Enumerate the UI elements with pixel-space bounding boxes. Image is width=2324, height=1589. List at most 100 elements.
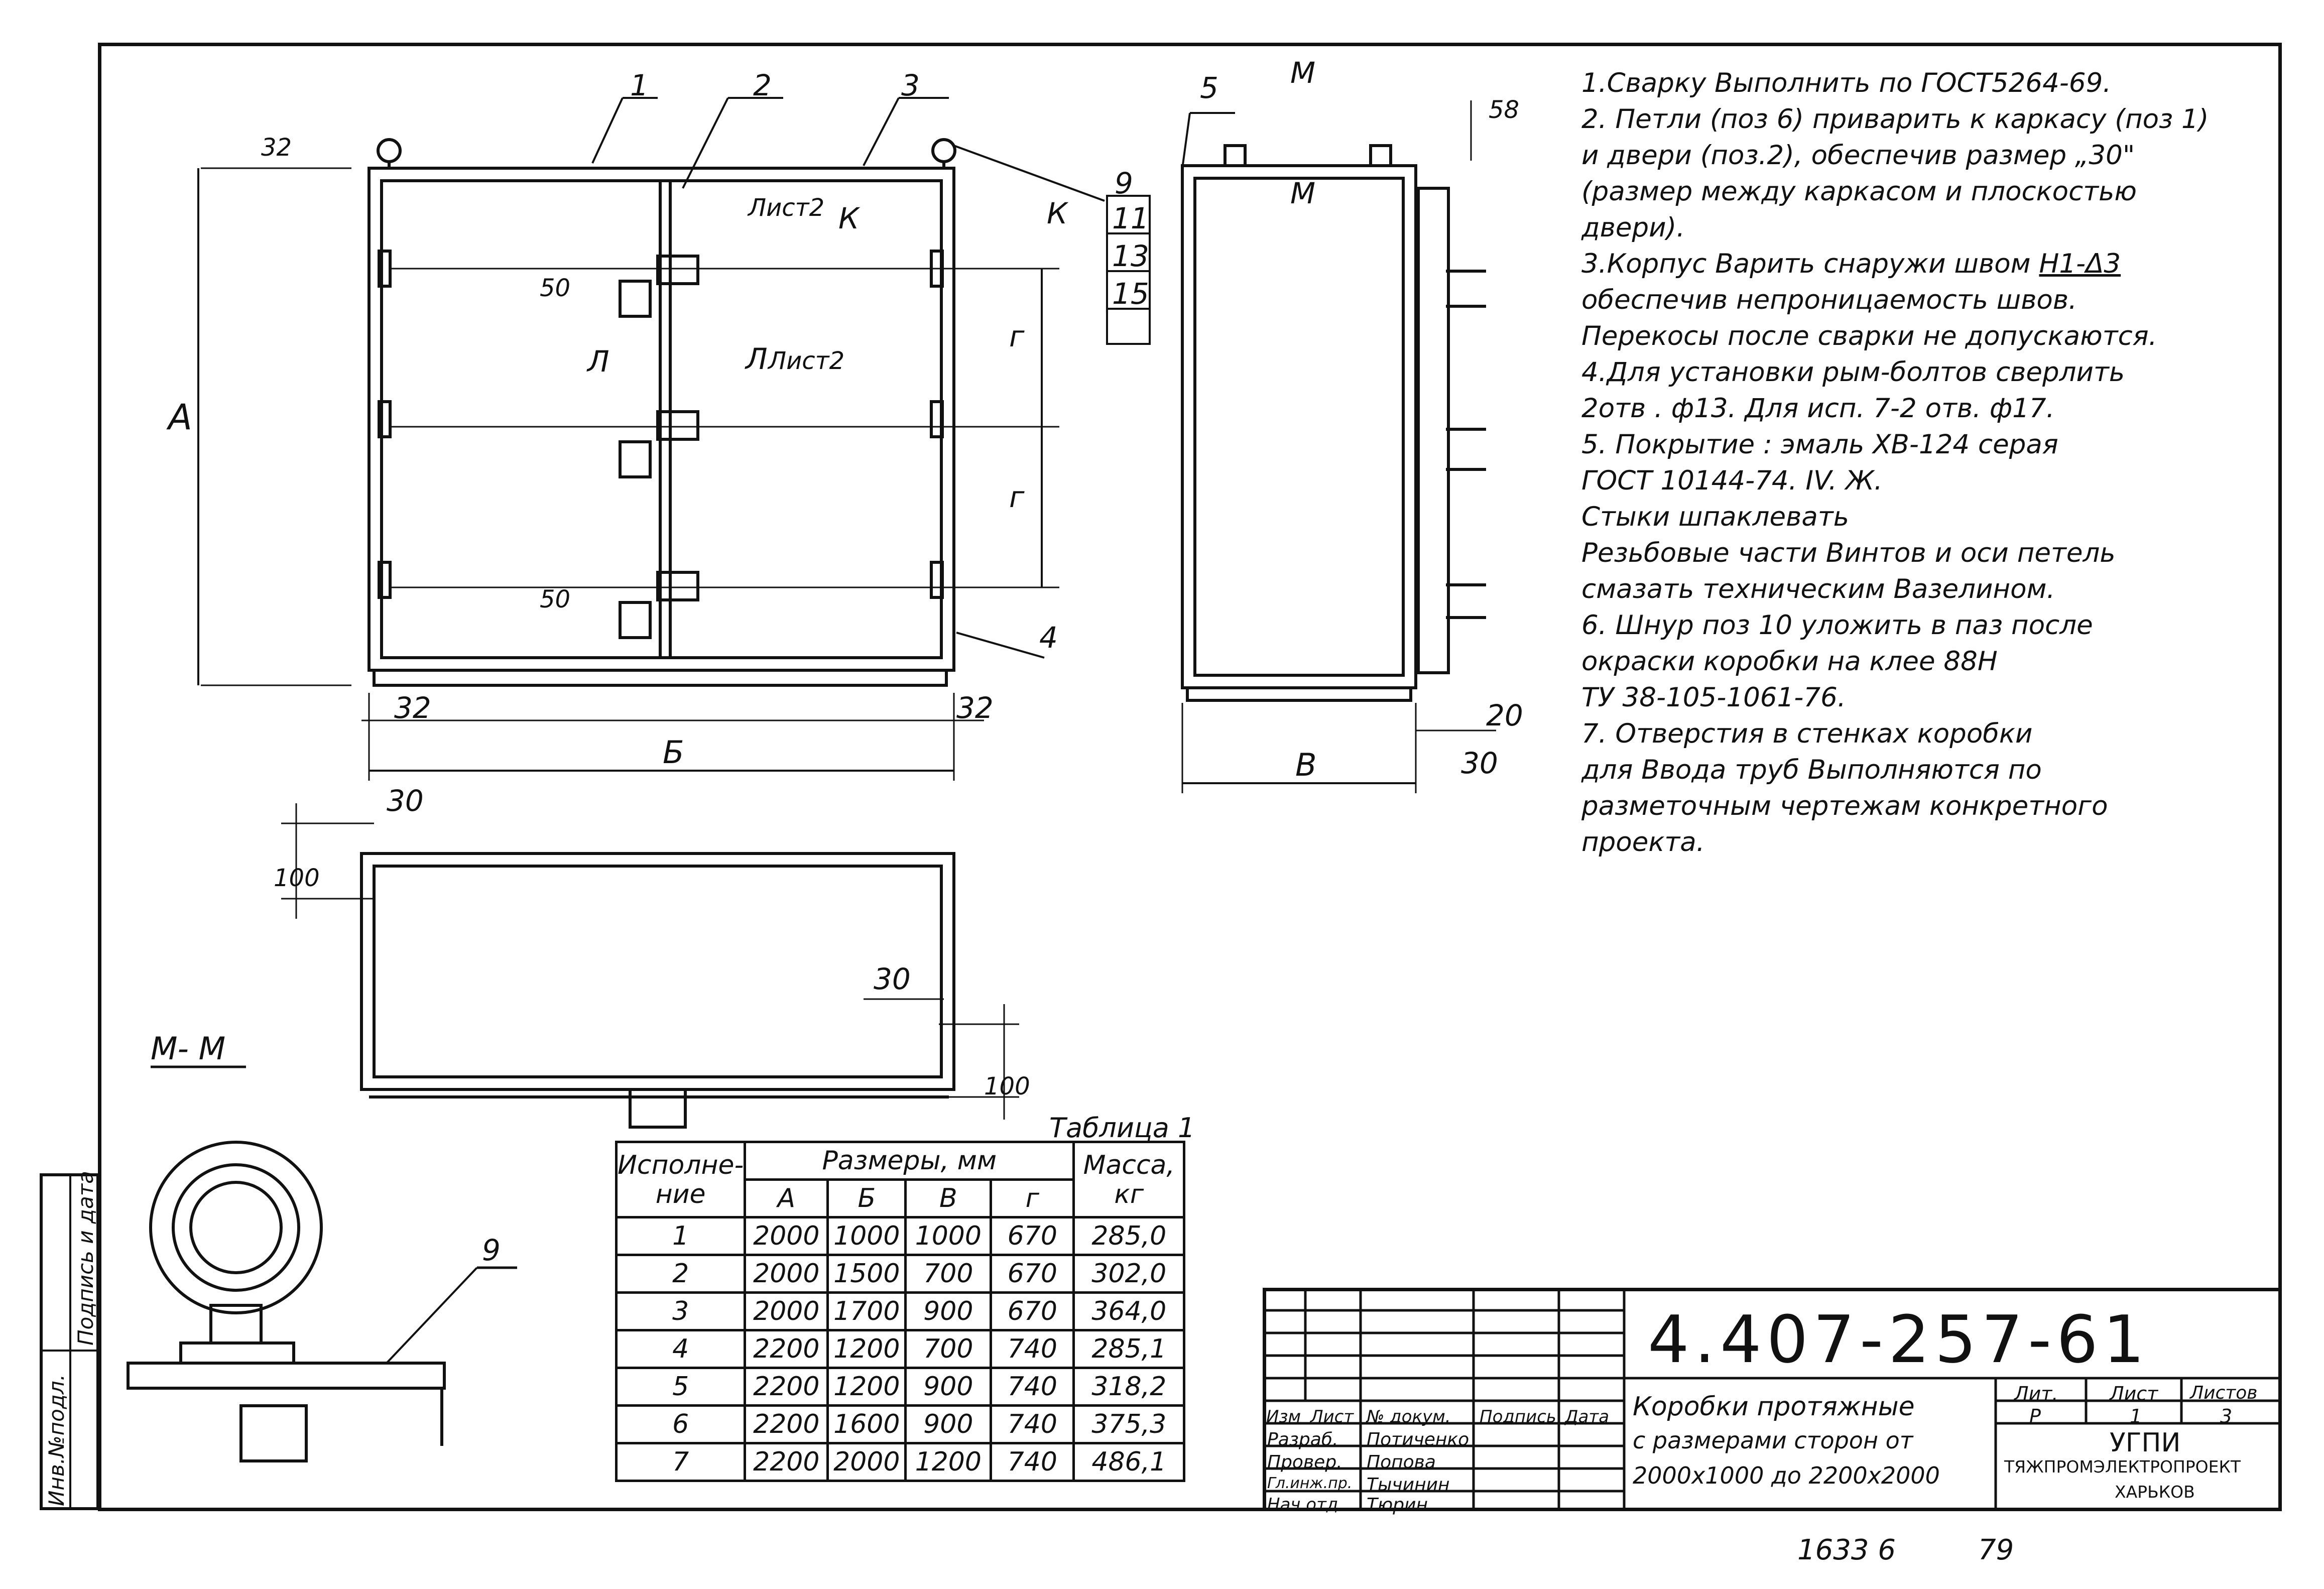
- subhead-v: В: [904, 1178, 993, 1218]
- cell: 285,0: [1072, 1216, 1186, 1256]
- pos-2: 2: [753, 68, 772, 102]
- sheets-value: 3: [2220, 1405, 2233, 1427]
- cell: 740: [990, 1404, 1075, 1444]
- note-line: окраски коробки на клее 88Н: [1581, 646, 1998, 677]
- dim-30-plan: 30: [387, 784, 424, 818]
- cell: 2000: [744, 1291, 829, 1331]
- cell: 1700: [826, 1291, 907, 1331]
- table-subheader-row: А Б В г: [617, 1178, 1184, 1218]
- title-block-grid: [1263, 1288, 2282, 1511]
- general-notes: 1.Сварку Выполнить по ГОСТ5264-69. 2. Пе…: [1581, 65, 2294, 861]
- role-prover: Провер.: [1267, 1452, 1342, 1473]
- cell: 2200: [744, 1367, 829, 1407]
- side-view-frame: [1181, 164, 1417, 689]
- cell: 670: [990, 1254, 1075, 1294]
- dim-g-2: г: [1009, 480, 1025, 514]
- cell: 2000: [744, 1254, 829, 1294]
- cell: 2200: [744, 1329, 829, 1369]
- role-nachotd: Нач.отд.: [1267, 1495, 1344, 1515]
- cell: 670: [990, 1291, 1075, 1331]
- cut-l-left: Л: [586, 344, 609, 379]
- cell: 700: [904, 1254, 993, 1294]
- dim-50-bottom: 50: [540, 585, 570, 614]
- subhead-a: А: [744, 1178, 829, 1218]
- note-line: 5. Покрытие : эмаль ХВ-124 серая: [1581, 429, 2058, 460]
- ref-sheet2-b: Лист2: [767, 347, 844, 375]
- note-line: и двери (поз.2), обеспечив размер „30": [1581, 140, 2135, 171]
- pos-13: 13: [1112, 239, 1149, 273]
- org-city: ХАРЬКОВ: [2115, 1482, 2195, 1502]
- cell: 1000: [826, 1216, 907, 1256]
- lit-value: Р: [2029, 1405, 2041, 1427]
- dim-32-top: 32: [261, 134, 292, 162]
- note-line: Резьбовые части Винтов и оси петель: [1581, 538, 2116, 568]
- cell: 740: [990, 1442, 1075, 1482]
- section-mm-label: М- М: [151, 1030, 225, 1067]
- cut-k-right: К: [1047, 196, 1069, 230]
- dim-b: Б: [663, 734, 684, 771]
- cell: 2200: [744, 1442, 829, 1482]
- org-ugpi: УГПИ: [2110, 1428, 2181, 1458]
- header-exec-line2: ние: [655, 1179, 706, 1209]
- name-razrab: Потиченко: [1367, 1429, 1470, 1450]
- dim-100-top: 100: [274, 864, 320, 892]
- note-line: 2. Петли (поз 6) приварить к каркасу (по…: [1581, 104, 2209, 135]
- cell: 2000: [826, 1442, 907, 1482]
- col-list: Лист: [1310, 1407, 1354, 1427]
- cell: 670: [990, 1216, 1075, 1256]
- dim-30-plan-right: 30: [874, 962, 911, 996]
- pos-11: 11: [1112, 201, 1149, 235]
- cell: 1500: [826, 1254, 907, 1294]
- header-exec-line1: Исполне-: [618, 1150, 744, 1180]
- pos-3: 3: [901, 68, 920, 102]
- cell: 7: [615, 1442, 747, 1482]
- dim-20: 20: [1486, 698, 1523, 732]
- dim-100-bottom: 100: [984, 1072, 1030, 1101]
- header-exec: Исполне-ние: [615, 1141, 747, 1218]
- dim-a: А: [166, 397, 192, 438]
- pos-4: 4: [1039, 621, 1058, 655]
- sheet-value: 1: [2130, 1405, 2142, 1427]
- note-line: Стыки шпаклевать: [1581, 502, 1849, 532]
- dim-58: 58: [1489, 96, 1519, 124]
- cut-k-left: К: [838, 201, 861, 235]
- cell: 6: [615, 1404, 747, 1444]
- table-header-row: Исполне-ние Размеры, мм Масса,кг: [615, 1141, 1186, 1218]
- cell: 364,0: [1072, 1291, 1186, 1331]
- dim-v: В: [1295, 747, 1317, 783]
- pos-5: 5: [1200, 71, 1218, 105]
- col-date: Дата: [1565, 1407, 1610, 1427]
- cell: 1000: [904, 1216, 993, 1256]
- note-line: проекта.: [1581, 827, 1705, 858]
- cell: 900: [904, 1404, 993, 1444]
- pos-9-section: 9: [482, 1233, 501, 1267]
- note-line: 3.Корпус Варить снаружи швом Н1-Δ3: [1581, 246, 2294, 282]
- lit-label: Лит.: [2014, 1383, 2058, 1405]
- cell: 285,1: [1072, 1329, 1186, 1369]
- header-mass-line1: Масса,: [1083, 1150, 1175, 1180]
- bottom-note-1: 1633 6: [1797, 1534, 1896, 1566]
- name-nachotd: Тюрин: [1367, 1495, 1428, 1515]
- note-line: 1.Сварку Выполнить по ГОСТ5264-69.: [1581, 68, 2112, 98]
- header-mass: Масса,кг: [1072, 1141, 1186, 1218]
- note-line: ГОСТ 10144-74. IV. Ж.: [1581, 465, 1883, 496]
- name-glinzh: Тычинин: [1367, 1475, 1450, 1495]
- cell: 5: [615, 1367, 747, 1407]
- cell: 318,2: [1072, 1367, 1186, 1407]
- cell: 2200: [744, 1404, 829, 1444]
- dim-g-1: г: [1009, 319, 1025, 353]
- cell: 740: [990, 1329, 1075, 1369]
- note-line: двери).: [1581, 212, 1685, 243]
- doc-number: 4.407-257-61: [1648, 1301, 2150, 1378]
- cell: 1200: [826, 1367, 907, 1407]
- dimensions-table: Исполне-ние Размеры, мм Масса,кг А Б В г…: [615, 1141, 1186, 1482]
- header-mass-line2: кг: [1114, 1179, 1144, 1209]
- sheet-label: Лист: [2110, 1383, 2158, 1405]
